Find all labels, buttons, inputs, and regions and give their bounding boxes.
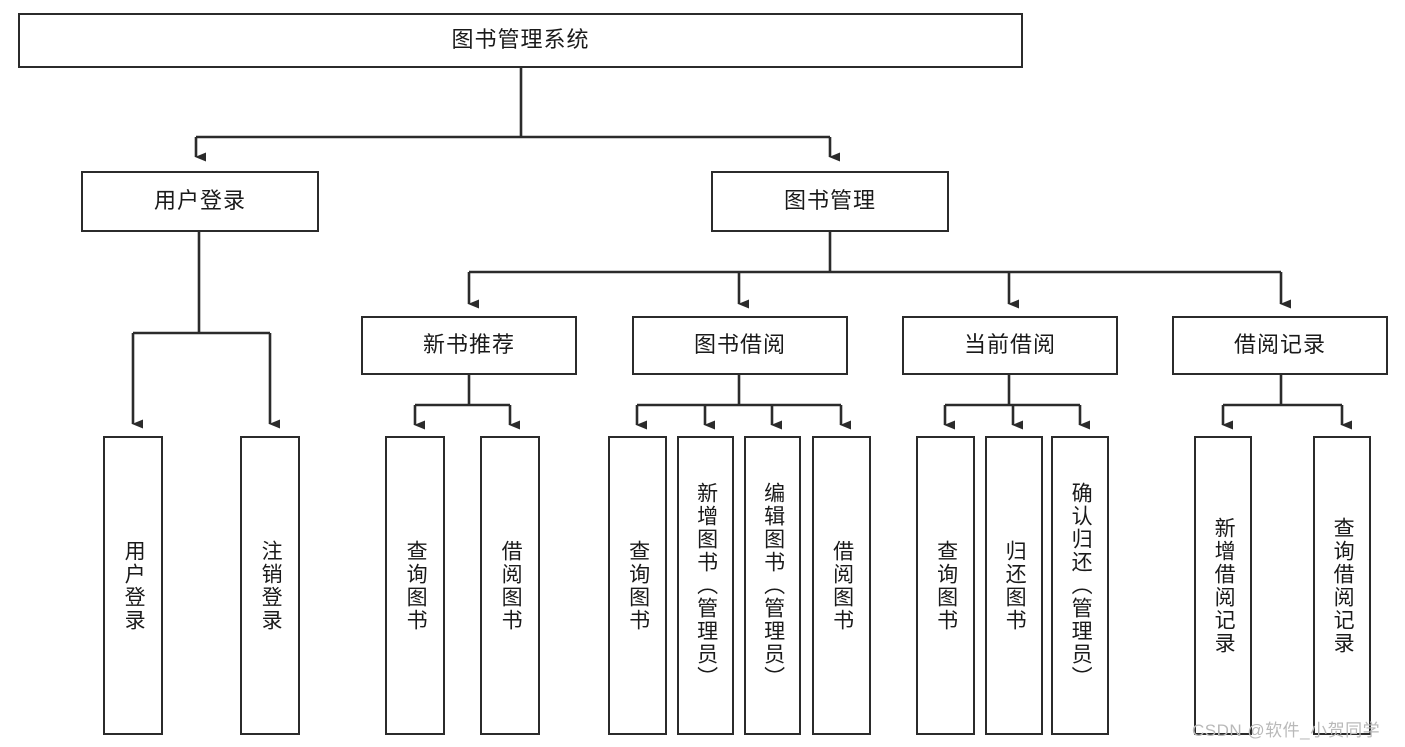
node-root-system[interactable]: 图书管理系统 <box>18 13 1023 68</box>
node-leaf-query-record-label: 查询借阅记录 <box>1331 516 1355 655</box>
edge-group-borrow-record <box>1221 375 1352 430</box>
node-book-borrow-label: 图书借阅 <box>693 332 786 358</box>
node-leaf-borrow-book-1-label: 借阅图书 <box>499 539 523 632</box>
node-book-management-label: 图书管理 <box>783 188 876 214</box>
csdn-watermark: CSDN @软件_小贺同学 <box>1192 721 1381 740</box>
node-leaf-return-book[interactable]: 归还图书 <box>985 436 1043 735</box>
node-book-borrow[interactable]: 图书借阅 <box>632 316 848 375</box>
node-current-borrow-label: 当前借阅 <box>963 332 1056 358</box>
node-borrow-record[interactable]: 借阅记录 <box>1172 316 1388 375</box>
node-leaf-add-record[interactable]: 新增借阅记录 <box>1194 436 1252 735</box>
edge-group-new-book-recommend <box>413 375 520 430</box>
node-leaf-borrow-book-2[interactable]: 借阅图书 <box>812 436 871 735</box>
node-leaf-query-book-1[interactable]: 查询图书 <box>385 436 445 735</box>
node-root-system-label: 图书管理系统 <box>451 27 590 53</box>
node-leaf-confirm-return[interactable]: 确认归还（管理员） <box>1051 436 1109 735</box>
node-leaf-user-login[interactable]: 用户登录 <box>103 436 163 735</box>
node-user-login-label: 用户登录 <box>153 188 246 214</box>
node-leaf-confirm-return-label: 确认归还（管理员） <box>1069 482 1093 689</box>
node-leaf-edit-book[interactable]: 编辑图书（管理员） <box>744 436 801 735</box>
node-leaf-logout-label: 注销登录 <box>259 539 283 632</box>
node-leaf-borrow-book-2-label: 借阅图书 <box>830 539 854 632</box>
node-current-borrow[interactable]: 当前借阅 <box>902 316 1118 375</box>
edge-group-current-borrow <box>943 375 1090 430</box>
node-leaf-query-book-1-label: 查询图书 <box>404 539 428 632</box>
node-new-book-recommend-label: 新书推荐 <box>422 332 515 358</box>
node-leaf-query-record[interactable]: 查询借阅记录 <box>1313 436 1371 735</box>
node-leaf-logout[interactable]: 注销登录 <box>240 436 300 735</box>
node-leaf-edit-book-label: 编辑图书（管理员） <box>761 482 785 689</box>
node-borrow-record-label: 借阅记录 <box>1233 332 1326 358</box>
edge-group-book-borrow <box>635 375 851 430</box>
node-leaf-add-book-label: 新增图书（管理员） <box>694 482 718 689</box>
node-leaf-borrow-book-1[interactable]: 借阅图书 <box>480 436 540 735</box>
node-leaf-query-book-2-label: 查询图书 <box>626 539 650 632</box>
node-new-book-recommend[interactable]: 新书推荐 <box>361 316 577 375</box>
node-leaf-add-record-label: 新增借阅记录 <box>1212 516 1236 655</box>
node-book-management[interactable]: 图书管理 <box>711 171 949 232</box>
edge-group-root <box>194 68 840 162</box>
node-leaf-query-book-3-label: 查询图书 <box>934 539 958 632</box>
node-leaf-return-book-label: 归还图书 <box>1003 539 1027 632</box>
node-leaf-add-book[interactable]: 新增图书（管理员） <box>677 436 734 735</box>
node-leaf-query-book-2[interactable]: 查询图书 <box>608 436 667 735</box>
node-user-login[interactable]: 用户登录 <box>81 171 319 232</box>
edge-group-book-management <box>467 232 1291 309</box>
edge-group-user-login <box>131 232 280 429</box>
node-leaf-user-login-label: 用户登录 <box>122 539 146 632</box>
node-leaf-query-book-3[interactable]: 查询图书 <box>916 436 975 735</box>
